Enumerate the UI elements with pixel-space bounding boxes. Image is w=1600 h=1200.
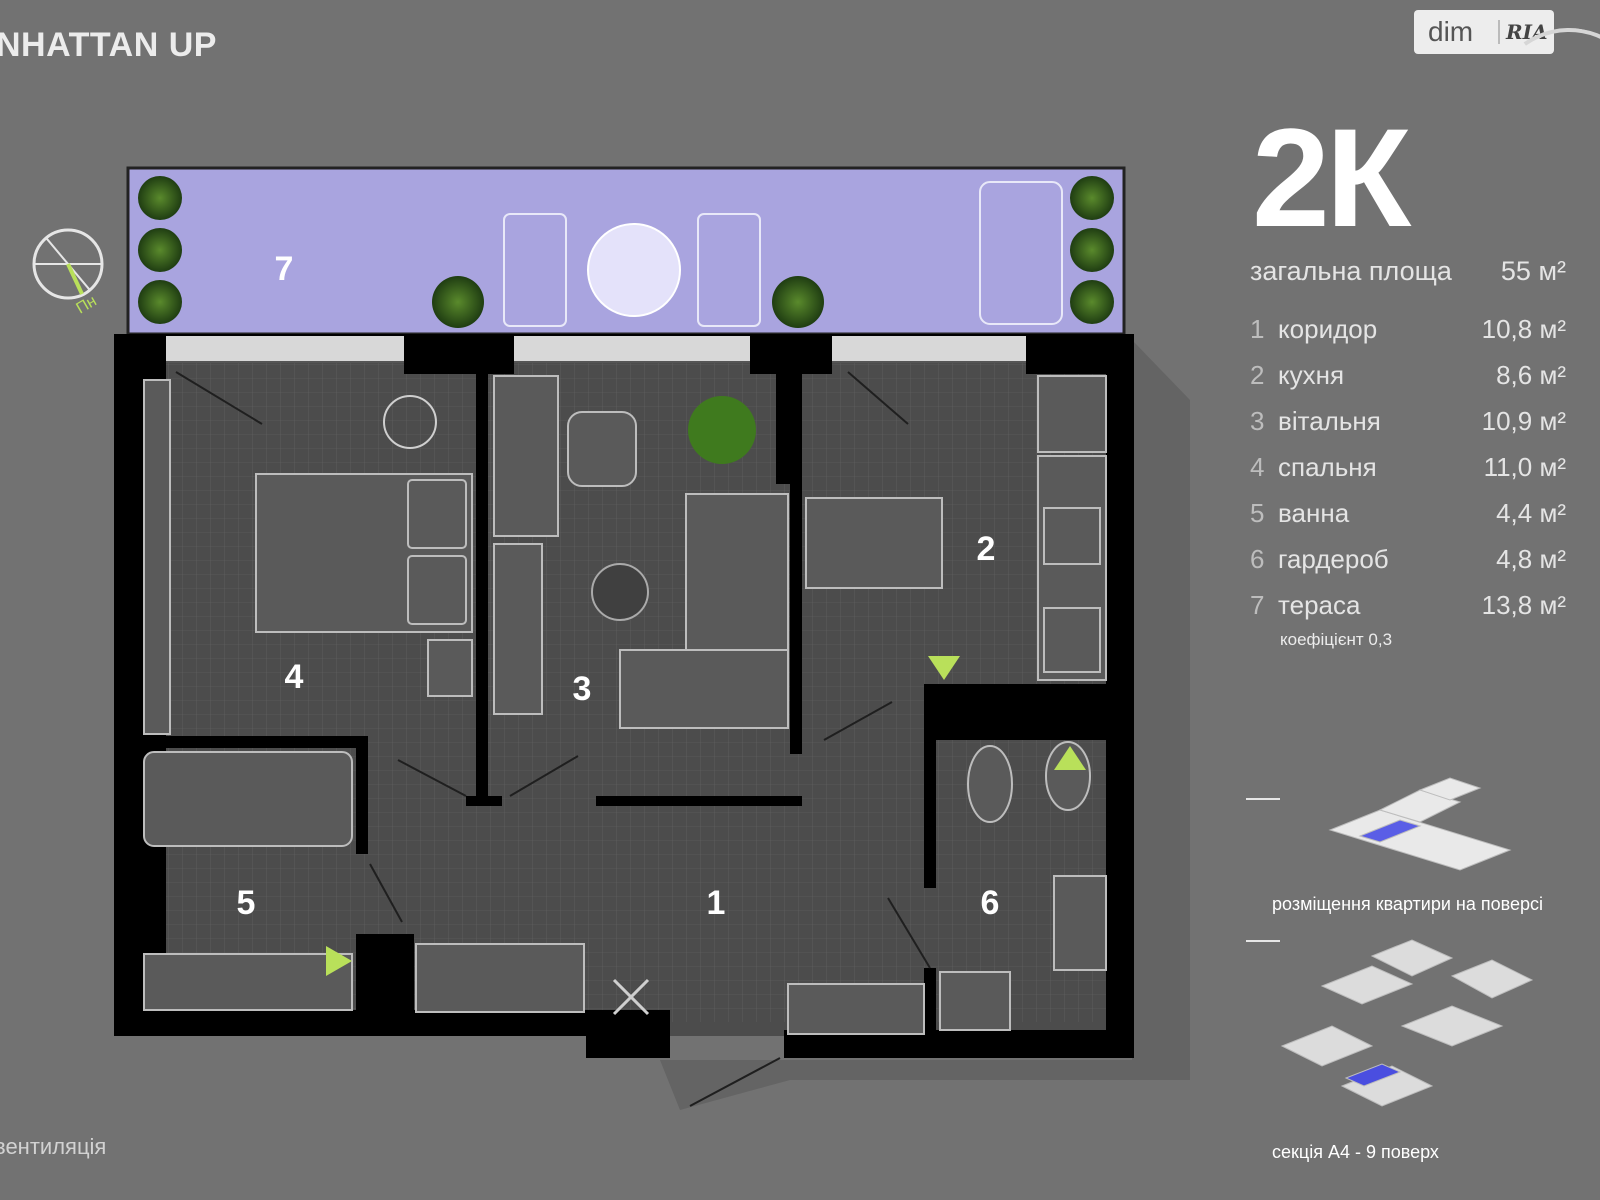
floor-location-diagram <box>1328 777 1512 871</box>
room-area: 13,8 м² <box>1481 590 1566 620</box>
room-row: 5 ванна 4,4 м² <box>1250 498 1566 544</box>
total-area-row: загальна площа 55 м² <box>1250 256 1566 314</box>
room-name: вітальня <box>1278 406 1381 436</box>
room-area: 10,8 м² <box>1481 314 1566 344</box>
section-location-diagram <box>1280 939 1534 1107</box>
plant-icons <box>138 176 1114 328</box>
room-area: 4,4 м² <box>1496 498 1566 528</box>
total-area-value: 55 м² <box>1500 256 1566 286</box>
room-num: 3 <box>1250 406 1265 436</box>
room-name: коридор <box>1278 314 1378 344</box>
room-number: 4 <box>285 658 304 696</box>
room-num: 7 <box>1250 590 1265 620</box>
room-name: гардероб <box>1278 544 1389 574</box>
room-area: 8,6 м² <box>1496 360 1566 390</box>
ventilation-arrow-icons <box>326 656 1086 976</box>
apartment-type: 2К <box>1252 99 1411 256</box>
room-area: 4,8 м² <box>1496 544 1566 574</box>
room-name: тераса <box>1278 590 1361 620</box>
room-number: 7 <box>275 250 294 288</box>
room-row: 6 гардероб 4,8 м² <box>1250 544 1566 590</box>
floor-location-caption: розміщення квартири на поверсі <box>1272 894 1544 914</box>
room-row: 7 тераса 13,8 м² <box>1250 590 1566 636</box>
room-number: 6 <box>981 884 1000 922</box>
room-number: 5 <box>237 884 256 922</box>
room-area: 11,0 м² <box>1483 452 1566 482</box>
room-num: 2 <box>1250 360 1265 390</box>
section-location-caption: секція А4 - 9 поверх <box>1272 1142 1439 1162</box>
divider-dash <box>1246 798 1280 800</box>
room-name: ванна <box>1278 498 1350 528</box>
watermark-text: dim <box>1428 16 1474 47</box>
room-number: 2 <box>977 530 996 568</box>
divider-dash <box>1246 940 1280 942</box>
room-num: 5 <box>1250 498 1265 528</box>
total-area-label: загальна площа <box>1250 256 1452 286</box>
room-area: 10,9 м² <box>1481 406 1566 436</box>
room-number: 1 <box>707 884 726 922</box>
ria-logo-icon: RIA <box>1498 20 1548 44</box>
ventilation-legend: вентиляція <box>0 1134 107 1159</box>
room-number: 3 <box>573 670 592 708</box>
room-row: 2 кухня 8,6 м² <box>1250 360 1566 406</box>
room-num: 6 <box>1250 544 1265 574</box>
room-num: 4 <box>1250 452 1265 482</box>
room-row: 4 спальня 11,0 м² <box>1250 452 1566 498</box>
coefficient-note: коефіцієнт 0,3 <box>1280 630 1393 649</box>
room-num: 1 <box>1250 314 1265 344</box>
floor-plan: Пн 1 2 3 4 5 6 7 <box>32 166 1190 1110</box>
compass-icon: Пн <box>32 228 104 317</box>
room-row: 3 вітальня 10,9 м² <box>1250 406 1566 452</box>
watermark-badge: dim RIA <box>1414 10 1554 54</box>
room-name: кухня <box>1278 360 1345 390</box>
room-name: спальня <box>1278 452 1377 482</box>
palm-plant-icon <box>688 396 756 464</box>
brand-title: NHATTAN UP <box>0 26 217 64</box>
room-row: 1 коридор 10,8 м² <box>1250 314 1566 360</box>
area-stats: загальна площа 55 м² 1 коридор 10,8 м² 2… <box>1250 256 1566 650</box>
